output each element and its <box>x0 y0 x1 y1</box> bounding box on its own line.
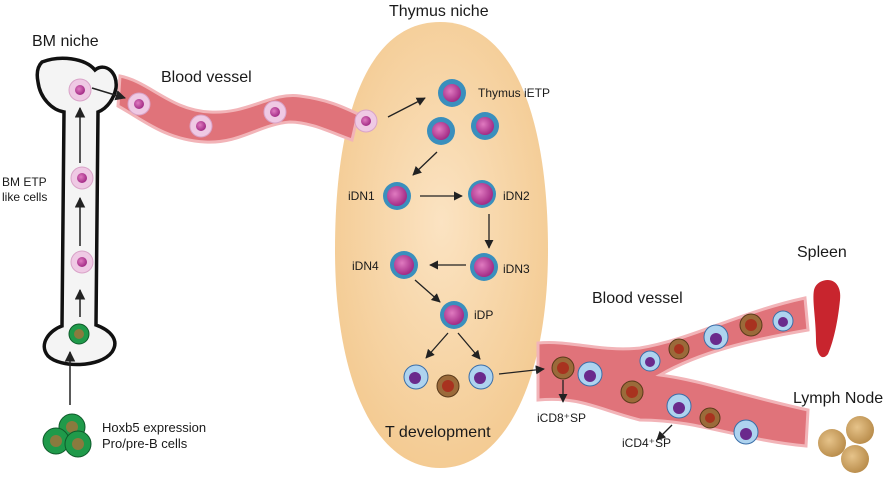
ietp-cell <box>471 112 499 140</box>
arrow <box>498 365 545 375</box>
idn1-label: iDN1 <box>348 189 375 203</box>
icd8-sp-label: iCD8⁺SP <box>537 411 586 425</box>
cd8-cell <box>620 380 644 404</box>
lymph-node-label: Lymph Node <box>793 390 883 407</box>
thymus-arrows <box>387 97 673 441</box>
idn1-cell <box>383 182 411 210</box>
t-development-label: T development <box>385 424 491 441</box>
sp-cell <box>639 350 661 372</box>
cd8-cell <box>551 356 575 380</box>
lymph-node-lobe <box>841 445 869 473</box>
arrow <box>457 332 481 360</box>
idn3-cell <box>470 253 498 281</box>
etp-cell <box>70 166 94 190</box>
thymus-cells <box>383 79 499 398</box>
b-cell <box>64 430 92 458</box>
ietp-cell <box>427 117 455 145</box>
sp-cell <box>703 324 729 350</box>
blood-vessel-1 <box>116 74 360 144</box>
arrow <box>387 97 426 118</box>
cd8-cell <box>436 374 460 398</box>
etp-cell <box>263 100 287 124</box>
sp-cell <box>772 310 794 332</box>
b-cell <box>42 427 70 455</box>
sp-cell <box>666 393 692 419</box>
etp-cell <box>70 250 94 274</box>
etp-like-cells <box>68 78 378 274</box>
bone-shape <box>35 56 118 367</box>
vessel-2-cells <box>551 310 794 445</box>
idn2-label: iDN2 <box>503 189 530 203</box>
spleen-label: Spleen <box>797 244 847 261</box>
bm-niche-label: BM niche <box>32 33 99 50</box>
arrow <box>656 424 673 441</box>
vessel-shape <box>116 74 360 144</box>
thymus-ietp-label: Thymus iETP <box>478 86 550 100</box>
idp-cell <box>440 301 468 329</box>
arrow <box>412 151 438 176</box>
sp-cell <box>403 364 429 390</box>
hoxb5-label-line1: Hoxb5 expression <box>102 420 206 435</box>
bm-etp-label-line1: BM ETP <box>2 175 47 189</box>
sp-cell <box>468 364 494 390</box>
hoxb5-b-cell-cluster <box>42 413 92 458</box>
cd8-cell <box>699 407 721 429</box>
etp-cell <box>68 78 92 102</box>
hoxb5-label-line2: Pro/pre-B cells <box>102 436 188 451</box>
b-cell <box>68 323 90 345</box>
sp-cell <box>577 361 603 387</box>
spleen <box>813 280 841 358</box>
idn3-label: iDN3 <box>503 262 530 276</box>
cd8-cell <box>739 313 763 337</box>
thymus-niche-label: Thymus niche <box>389 3 489 20</box>
sp-cell <box>733 419 759 445</box>
idn4-cell <box>390 251 418 279</box>
arrow <box>425 332 449 359</box>
spleen-shape <box>813 280 841 358</box>
blood-vessel-2-label: Blood vessel <box>592 290 683 307</box>
blood-vessel-2 <box>536 296 810 448</box>
bone <box>35 56 118 367</box>
arrow <box>91 87 127 101</box>
icd4-sp-label: iCD4⁺SP <box>622 436 671 450</box>
idn2-cell <box>468 180 496 208</box>
arrow <box>414 279 441 303</box>
lymph-node-lobe <box>846 416 874 444</box>
bm-etp-label-line2: like cells <box>2 190 47 204</box>
etp-cell <box>189 114 213 138</box>
etp-cell <box>354 109 378 133</box>
lymph-node-lobe <box>818 429 846 457</box>
idp-label: iDP <box>474 308 493 322</box>
cd8-cell <box>668 338 690 360</box>
ietp-cell <box>438 79 466 107</box>
bone-arrows <box>64 87 127 405</box>
vessel-shape <box>536 296 810 448</box>
idn4-label: iDN4 <box>352 259 379 273</box>
lymph-node <box>818 416 874 473</box>
blood-vessel-1-label: Blood vessel <box>161 69 252 86</box>
etp-cell <box>127 92 151 116</box>
